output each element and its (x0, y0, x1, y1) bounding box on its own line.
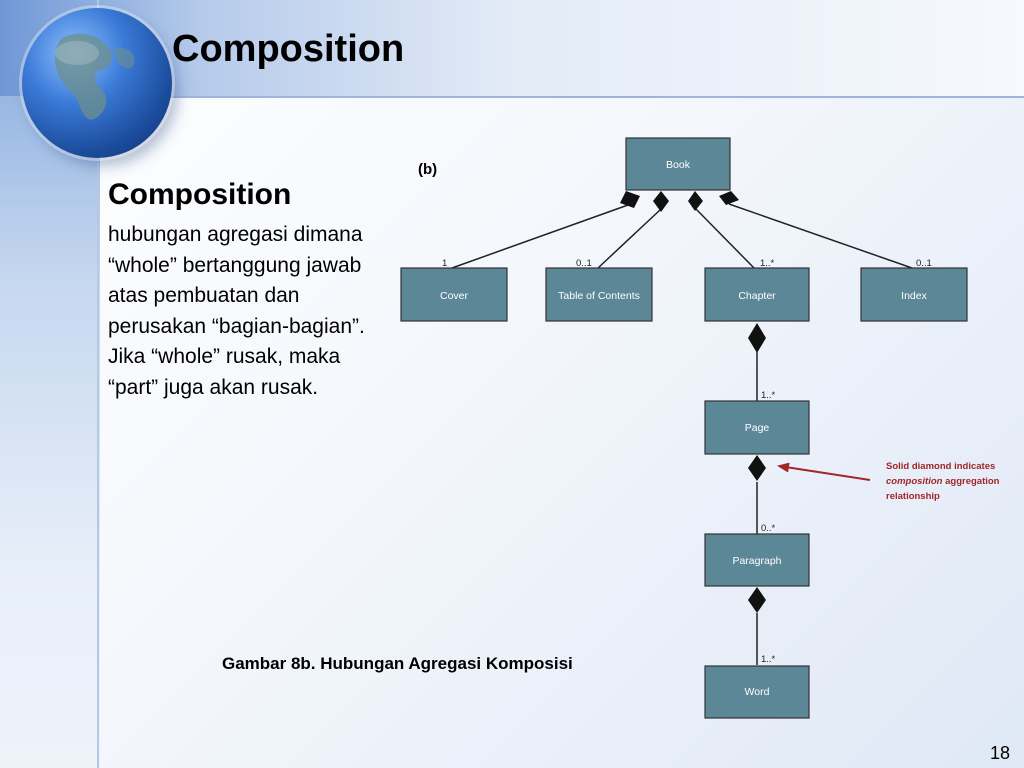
node-label-cover: Cover (440, 290, 469, 302)
box-chapter (704, 267, 810, 322)
box-page (704, 400, 810, 455)
multiplicity-chapter: 1..* (760, 258, 775, 269)
box-cover (400, 267, 508, 322)
class-boxes (400, 137, 968, 719)
multiplicity-toc: 0..1 (576, 258, 592, 269)
connector-lines (451, 203, 913, 665)
diamond-book-cover (620, 191, 640, 208)
box-word (704, 665, 810, 719)
node-label-word: Word (745, 686, 770, 698)
connector-book-toc (597, 209, 661, 269)
node-label-index: Index (901, 290, 927, 302)
multiplicity-page: 1..* (761, 390, 776, 401)
annotation-arrow (777, 462, 871, 481)
globe-icon (22, 8, 172, 158)
box-book (625, 137, 731, 191)
node-label-page: Page (745, 422, 770, 434)
diamond-book-chapter (688, 191, 703, 211)
diagram-label: (b) (418, 161, 437, 178)
diamond-paragraph-word (748, 587, 766, 613)
node-label-paragraph: Paragraph (732, 555, 781, 567)
note-line-2-rest: aggregation (942, 476, 999, 487)
note-line-1: Solid diamond indicates (886, 461, 995, 472)
node-label-chapter: Chapter (738, 290, 776, 302)
node-label-toc: Table of Contents (558, 290, 640, 302)
composition-diamonds (620, 191, 766, 613)
figure-caption: Gambar 8b. Hubungan Agregasi Komposisi (222, 654, 573, 673)
box-paragraph (704, 533, 810, 587)
node-label-book: Book (666, 159, 691, 171)
connector-book-index (728, 203, 913, 269)
section-heading: Composition (108, 178, 292, 211)
note-line-2: composition aggregation (886, 476, 1000, 487)
diamond-book-index (719, 191, 739, 205)
header-divider (0, 96, 1024, 98)
page-title: Composition (172, 28, 405, 70)
annotation-note: Solid diamond indicates composition aggr… (886, 461, 1000, 502)
sidebar-divider (97, 0, 99, 768)
multiplicity-word: 1..* (761, 654, 776, 665)
diamond-book-toc (653, 191, 669, 212)
connector-book-cover (451, 204, 629, 269)
box-index (860, 267, 968, 322)
connector-book-chapter (695, 208, 755, 269)
note-line-2-italic: composition (886, 476, 943, 487)
diamond-page-paragraph (748, 455, 766, 481)
slide-number: 18 (990, 743, 1011, 763)
multiplicity-paragraph: 0..* (761, 523, 776, 534)
box-toc (545, 267, 653, 322)
note-line-3: relationship (886, 491, 940, 502)
multiplicity-cover: 1 (442, 258, 447, 269)
definition-text: hubungan agregasi dimana “whole” bertang… (108, 223, 365, 399)
diamond-chapter-page (748, 323, 766, 353)
multiplicity-index: 0..1 (916, 258, 932, 269)
